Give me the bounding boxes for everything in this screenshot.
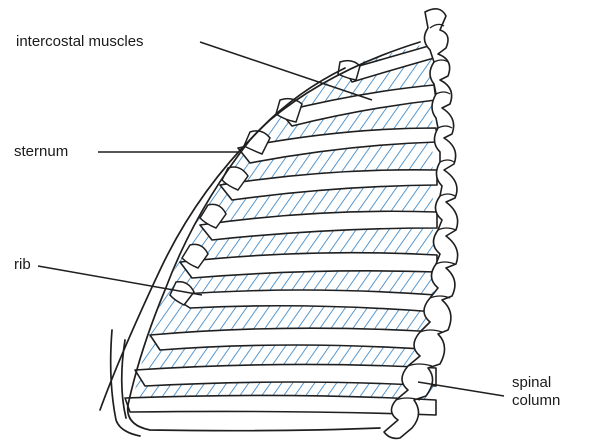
label-spinal-line-1: spinal	[512, 374, 582, 392]
label-sternum: sternum	[14, 143, 68, 161]
label-spinal-column: spinal column	[512, 374, 582, 410]
rib-10	[125, 395, 436, 415]
label-intercostal-muscles: intercostal muscles	[16, 33, 144, 51]
label-spinal-line-2: column	[512, 392, 582, 410]
label-rib: rib	[14, 256, 31, 274]
rib-9	[135, 364, 436, 386]
